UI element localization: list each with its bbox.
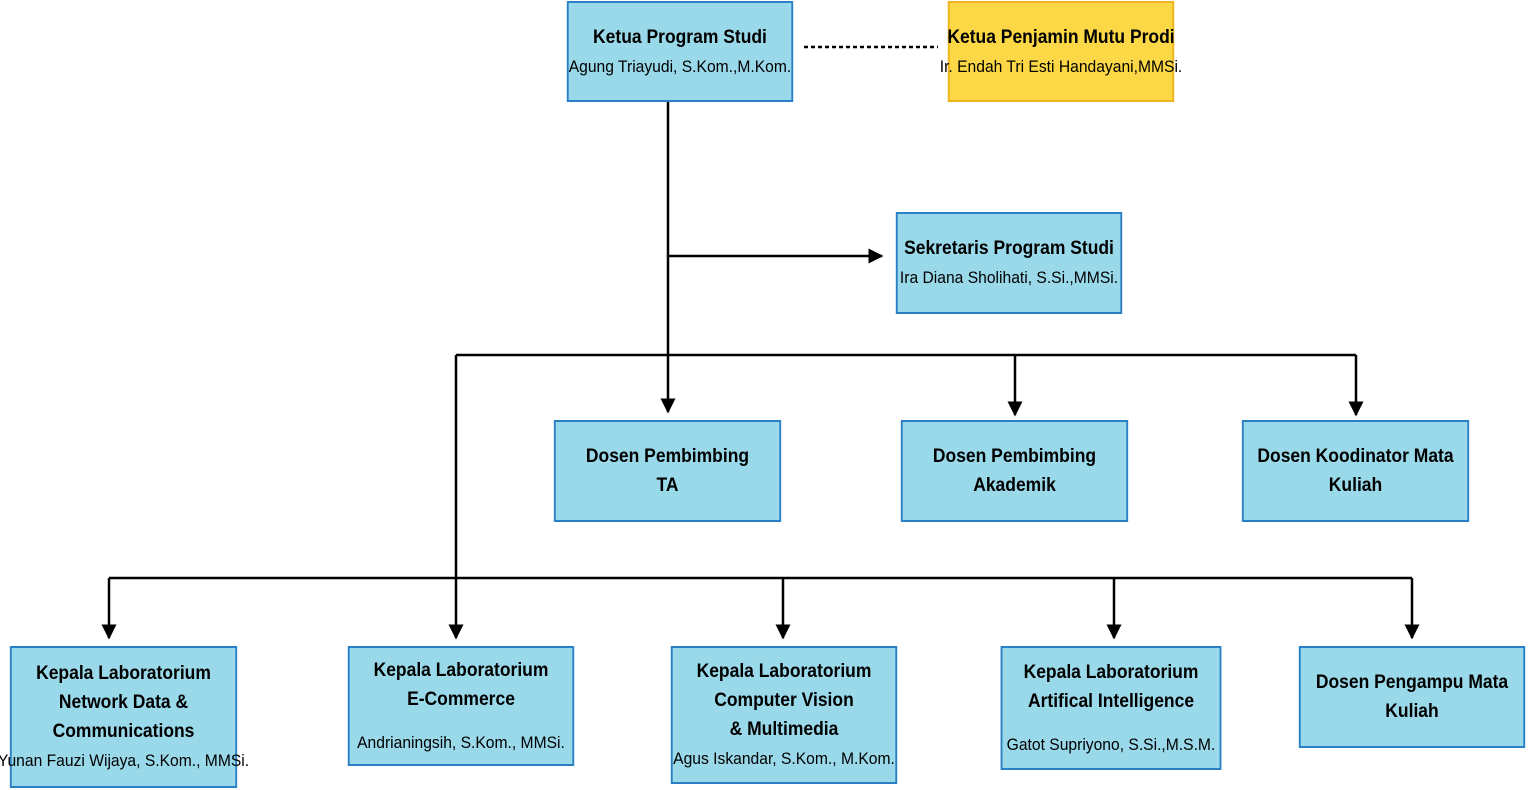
node-title-line: Dosen Pembimbing (932, 446, 1097, 467)
node-title-line: E-Commerce (407, 688, 515, 710)
node-title: Ketua Penjamin Mutu Prodi (947, 26, 1175, 48)
dosen-pengampu-box: Dosen Pengampu Mata Kuliah (1298, 646, 1526, 748)
node-person: Ir. Endah Tri Esti Handayani,MMSi. (939, 56, 1183, 76)
lab-ecommerce-box: Kepala Laboratorium E-Commerce Andrianin… (347, 646, 575, 766)
node-title-line: Dosen Pengampu Mata (1315, 672, 1509, 693)
lab-ai-box: Kepala Laboratorium Artifical Intelligen… (1000, 646, 1222, 770)
dosen-pembimbing-akademik-box: Dosen Pembimbing Akademik (900, 420, 1129, 522)
node-title-line: Kepala Laboratorium (696, 661, 872, 682)
node-title-line: Kepala Laboratorium (373, 659, 549, 681)
node-title-line: Akademik (973, 475, 1056, 496)
node-title-line: Network Data & (58, 692, 189, 713)
ketua-penjamin-mutu-box: Ketua Penjamin Mutu Prodi Ir. Endah Tri … (940, 1, 1182, 102)
node-person: Gatot Supriyono, S.Si.,M.S.M. (1006, 734, 1216, 754)
node-title-line: TA (656, 475, 679, 496)
node-title-line: Kepala Laboratorium (36, 663, 211, 684)
dosen-pembimbing-ta-box: Dosen Pembimbing TA (553, 420, 782, 522)
node-title: Ketua Program Studi (593, 26, 767, 48)
node-title-line: Kuliah (1328, 475, 1383, 496)
node-person: Andrianingsih, S.Kom., MMSi. (357, 732, 565, 752)
node-person: Yunan Fauzi Wijaya, S.Kom., MMSi. (0, 751, 250, 770)
node-title-line: Kepala Laboratorium (1023, 661, 1199, 683)
node-title-line: Dosen Koodinator Mata (1257, 446, 1454, 467)
node-title: Sekretaris Program Studi (904, 238, 1114, 259)
node-person: Ira Diana Sholihati, S.Si.,MMSi. (899, 268, 1119, 287)
lab-computer-vision-box: Kepala Laboratorium Computer Vision & Mu… (670, 646, 898, 784)
ketua-program-studi-box: Ketua Program Studi Agung Triayudi, S.Ko… (566, 1, 794, 102)
lab-network-box: Kepala Laboratorium Network Data & Commu… (0, 646, 249, 788)
node-title-line: Computer Vision (714, 690, 854, 711)
node-title-line: Dosen Pembimbing (585, 446, 750, 467)
node-title-line: Communications (52, 721, 195, 742)
node-person: Agus Iskandar, S.Kom., M.Kom. (673, 749, 895, 768)
dosen-koordinator-box: Dosen Koodinator Mata Kuliah (1241, 420, 1470, 522)
node-title-line: Artifical Intelligence (1027, 690, 1195, 712)
sekretaris-program-studi-box: Sekretaris Program Studi Ira Diana Sholi… (895, 212, 1123, 314)
node-title-line: & Multimedia (729, 719, 839, 740)
node-person: Agung Triayudi, S.Kom.,M.Kom. (568, 56, 792, 76)
node-title-line: Kuliah (1385, 701, 1439, 722)
